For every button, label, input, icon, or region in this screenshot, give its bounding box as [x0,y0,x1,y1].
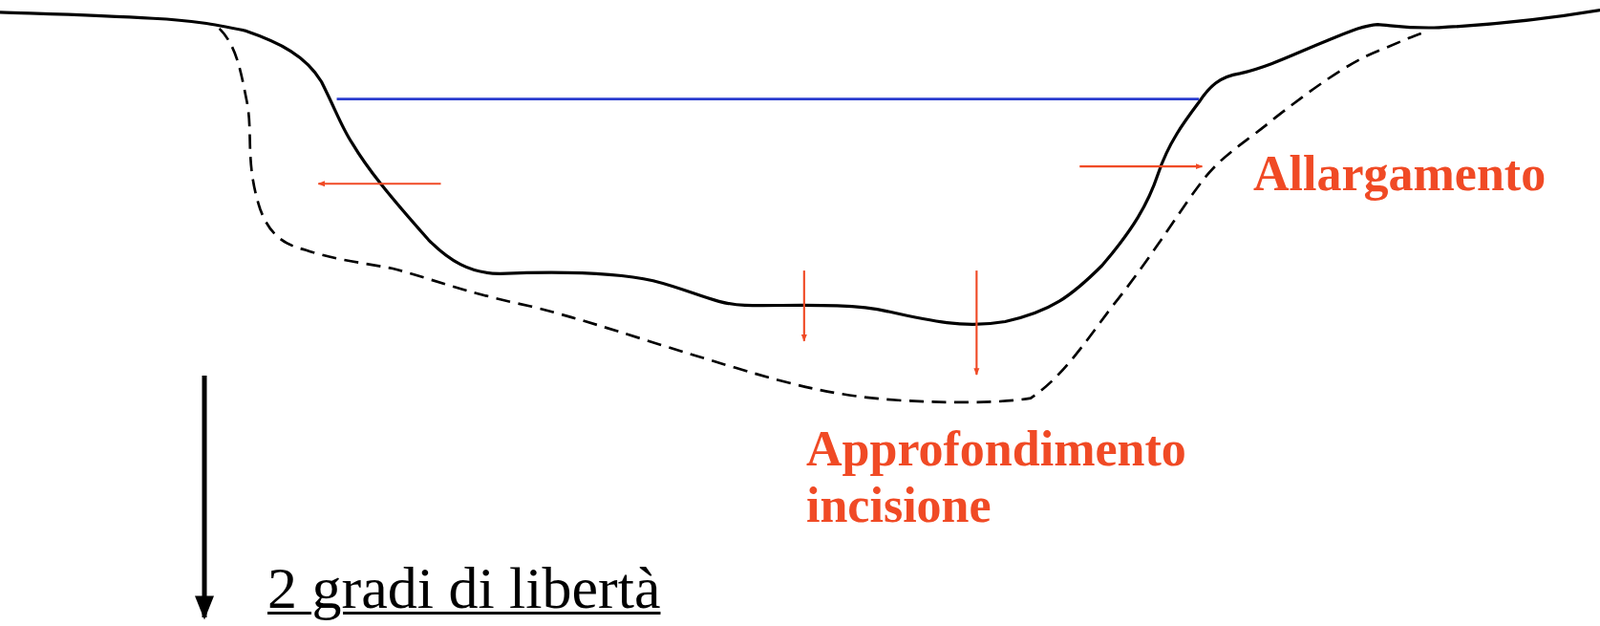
deepening-label: Approfondimento incisione [806,420,1227,534]
deepening-arrow [975,270,978,375]
widening-label: Allargamento [1253,145,1546,202]
widening-arrow [318,182,441,185]
deepening-arrow [803,270,806,342]
water-level [337,97,1200,101]
degrees-arrow [202,375,208,618]
current-profile [0,10,1600,325]
widening-arrow [1079,165,1202,168]
future-profile [219,28,1425,403]
degrees-label: 2 gradi di libertà [267,557,661,618]
